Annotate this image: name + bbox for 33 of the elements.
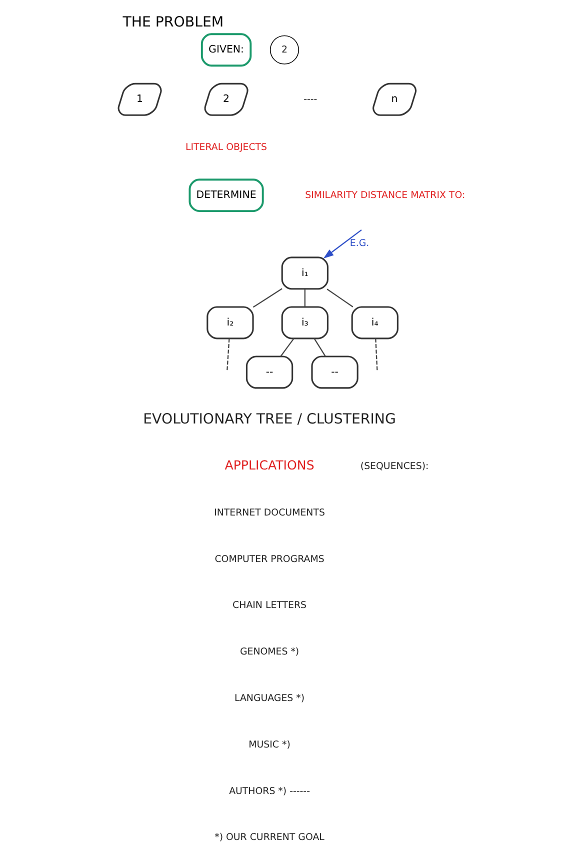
label: ---- — [304, 94, 318, 105]
diagram-title: THE PROBLEM — [122, 14, 224, 31]
connector — [375, 338, 378, 372]
label: AUTHORS *) ------ — [229, 786, 310, 797]
node-box: -- — [311, 356, 358, 389]
edge-label: E.G. — [350, 238, 370, 250]
label: LITERAL OBJECTS — [186, 142, 268, 153]
arrow — [323, 229, 362, 259]
node-box: DETERMINE — [188, 178, 264, 212]
label: *) OUR CURRENT GOAL — [214, 832, 324, 844]
label: EVOLUTIONARY TREE / CLUSTERING — [143, 412, 396, 428]
label: CHAIN LETTERS — [232, 600, 307, 612]
label: 2 — [281, 44, 288, 56]
label: INTERNET DOCUMENTS — [214, 507, 325, 518]
label: SIMILARITY DISTANCE MATRIX TO: — [305, 190, 466, 201]
node-box: i₁ — [281, 256, 328, 290]
node-box: i₄ — [351, 306, 398, 340]
label: APPLICATIONS — [224, 458, 314, 473]
connector — [326, 288, 354, 308]
label: MUSIC *) — [248, 739, 290, 750]
connector — [314, 338, 326, 357]
connector — [280, 338, 294, 357]
connector — [226, 338, 230, 372]
node-box: i₃ — [281, 306, 328, 340]
node-box: -- — [246, 356, 294, 389]
node-box: GIVEN: — [200, 33, 252, 67]
node-box: i₂ — [206, 306, 254, 340]
label: COMPUTER PROGRAMS — [214, 554, 324, 565]
label: GENOMES *) — [240, 646, 300, 658]
connector — [304, 289, 306, 307]
label: (SEQUENCES): — [360, 461, 429, 472]
label: LANGUAGES *) — [234, 692, 305, 704]
connector — [252, 288, 282, 308]
